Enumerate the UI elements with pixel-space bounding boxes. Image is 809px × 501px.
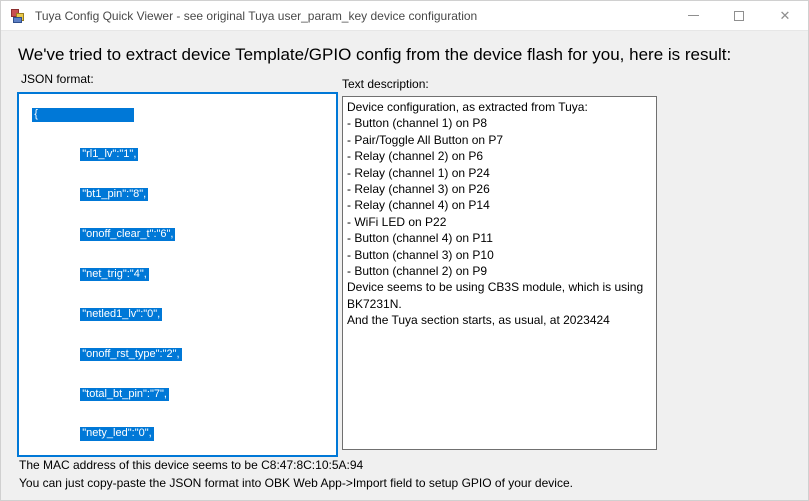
json-line-selected-text: {: [32, 108, 135, 122]
minimize-button[interactable]: [670, 1, 716, 30]
json-line-selected-text: "bt1_pin":"8",: [80, 188, 149, 202]
description-line: - Relay (channel 1) on P24: [347, 165, 490, 180]
json-line: "total_stat":"0",: [20, 454, 336, 455]
description-line: - Button (channel 1) on P8: [347, 116, 488, 131]
json-line: "net_trig":"4",: [20, 255, 336, 295]
json-line-selected-text: "total_bt_pin":"7",: [80, 387, 169, 401]
description-line: - Button (channel 4) on P11: [347, 231, 493, 246]
json-line-selected-text: "net_trig":"4",: [80, 267, 149, 282]
description-line: - Button (channel 2) on P9: [347, 264, 488, 279]
description-line: - Pair/Toggle All Button on P7: [347, 132, 504, 147]
description-line: Device configuration, as extracted from …: [347, 100, 588, 114]
json-line: "bt1_pin":"8",: [20, 175, 336, 215]
close-button[interactable]: ✕: [762, 1, 808, 30]
description-line: - Relay (channel 4) on P14: [347, 198, 490, 213]
page-title: We've tried to extract device Template/G…: [18, 45, 732, 64]
json-line: {: [20, 95, 336, 135]
json-line: "total_bt_pin":"7",: [20, 374, 336, 414]
json-format-textbox[interactable]: { "rl1_lv":"1", "bt1_pin":"8", "onoff_cl…: [17, 92, 338, 457]
description-line: Device seems to be using CB3S module, wh…: [347, 280, 644, 311]
text-description-textbox[interactable]: Device configuration, as extracted from …: [342, 96, 657, 450]
json-line: "onoff_clear_t":"6",: [20, 215, 336, 255]
app-icon-blue-square: [13, 16, 22, 23]
mac-address-text: The MAC address of this device seems to …: [19, 458, 364, 472]
json-line: "onoff_rst_type":"2",: [20, 334, 336, 374]
maximize-icon: [734, 10, 744, 21]
json-line: "nety_led":"0",: [20, 414, 336, 454]
json-line-selected-text: "onoff_clear_t":"6",: [80, 227, 176, 242]
close-icon: ✕: [779, 8, 791, 23]
json-line-selected-text: "rl1_lv":"1",: [80, 148, 139, 162]
json-line: "rl1_lv":"1",: [20, 135, 336, 175]
maximize-button[interactable]: [716, 1, 762, 30]
description-line: - Button (channel 3) on P10: [347, 247, 494, 262]
description-line: - Relay (channel 2) on P6: [347, 149, 484, 164]
json-format-label: JSON format:: [21, 72, 94, 86]
minimize-icon: [687, 15, 699, 16]
copy-paste-hint-text: You can just copy-paste the JSON format …: [19, 476, 573, 490]
json-line-selected-text: "nety_led":"0",: [80, 427, 154, 441]
window-controls: ✕: [670, 1, 808, 30]
title-bar: Tuya Config Quick Viewer - see original …: [1, 1, 808, 31]
json-line: "netled1_lv":"0",: [20, 294, 336, 334]
json-line-selected-text: "netled1_lv":"0",: [80, 307, 163, 322]
app-icon: [11, 8, 27, 24]
description-line: - WiFi LED on P22: [347, 214, 447, 229]
description-line: And the Tuya section starts, as usual, a…: [347, 313, 610, 328]
text-description-label: Text description:: [342, 77, 429, 91]
json-line-selected-text: "onoff_rst_type":"2",: [80, 347, 182, 361]
window-title: Tuya Config Quick Viewer - see original …: [35, 8, 478, 23]
description-line: - Relay (channel 3) on P26: [347, 182, 490, 197]
